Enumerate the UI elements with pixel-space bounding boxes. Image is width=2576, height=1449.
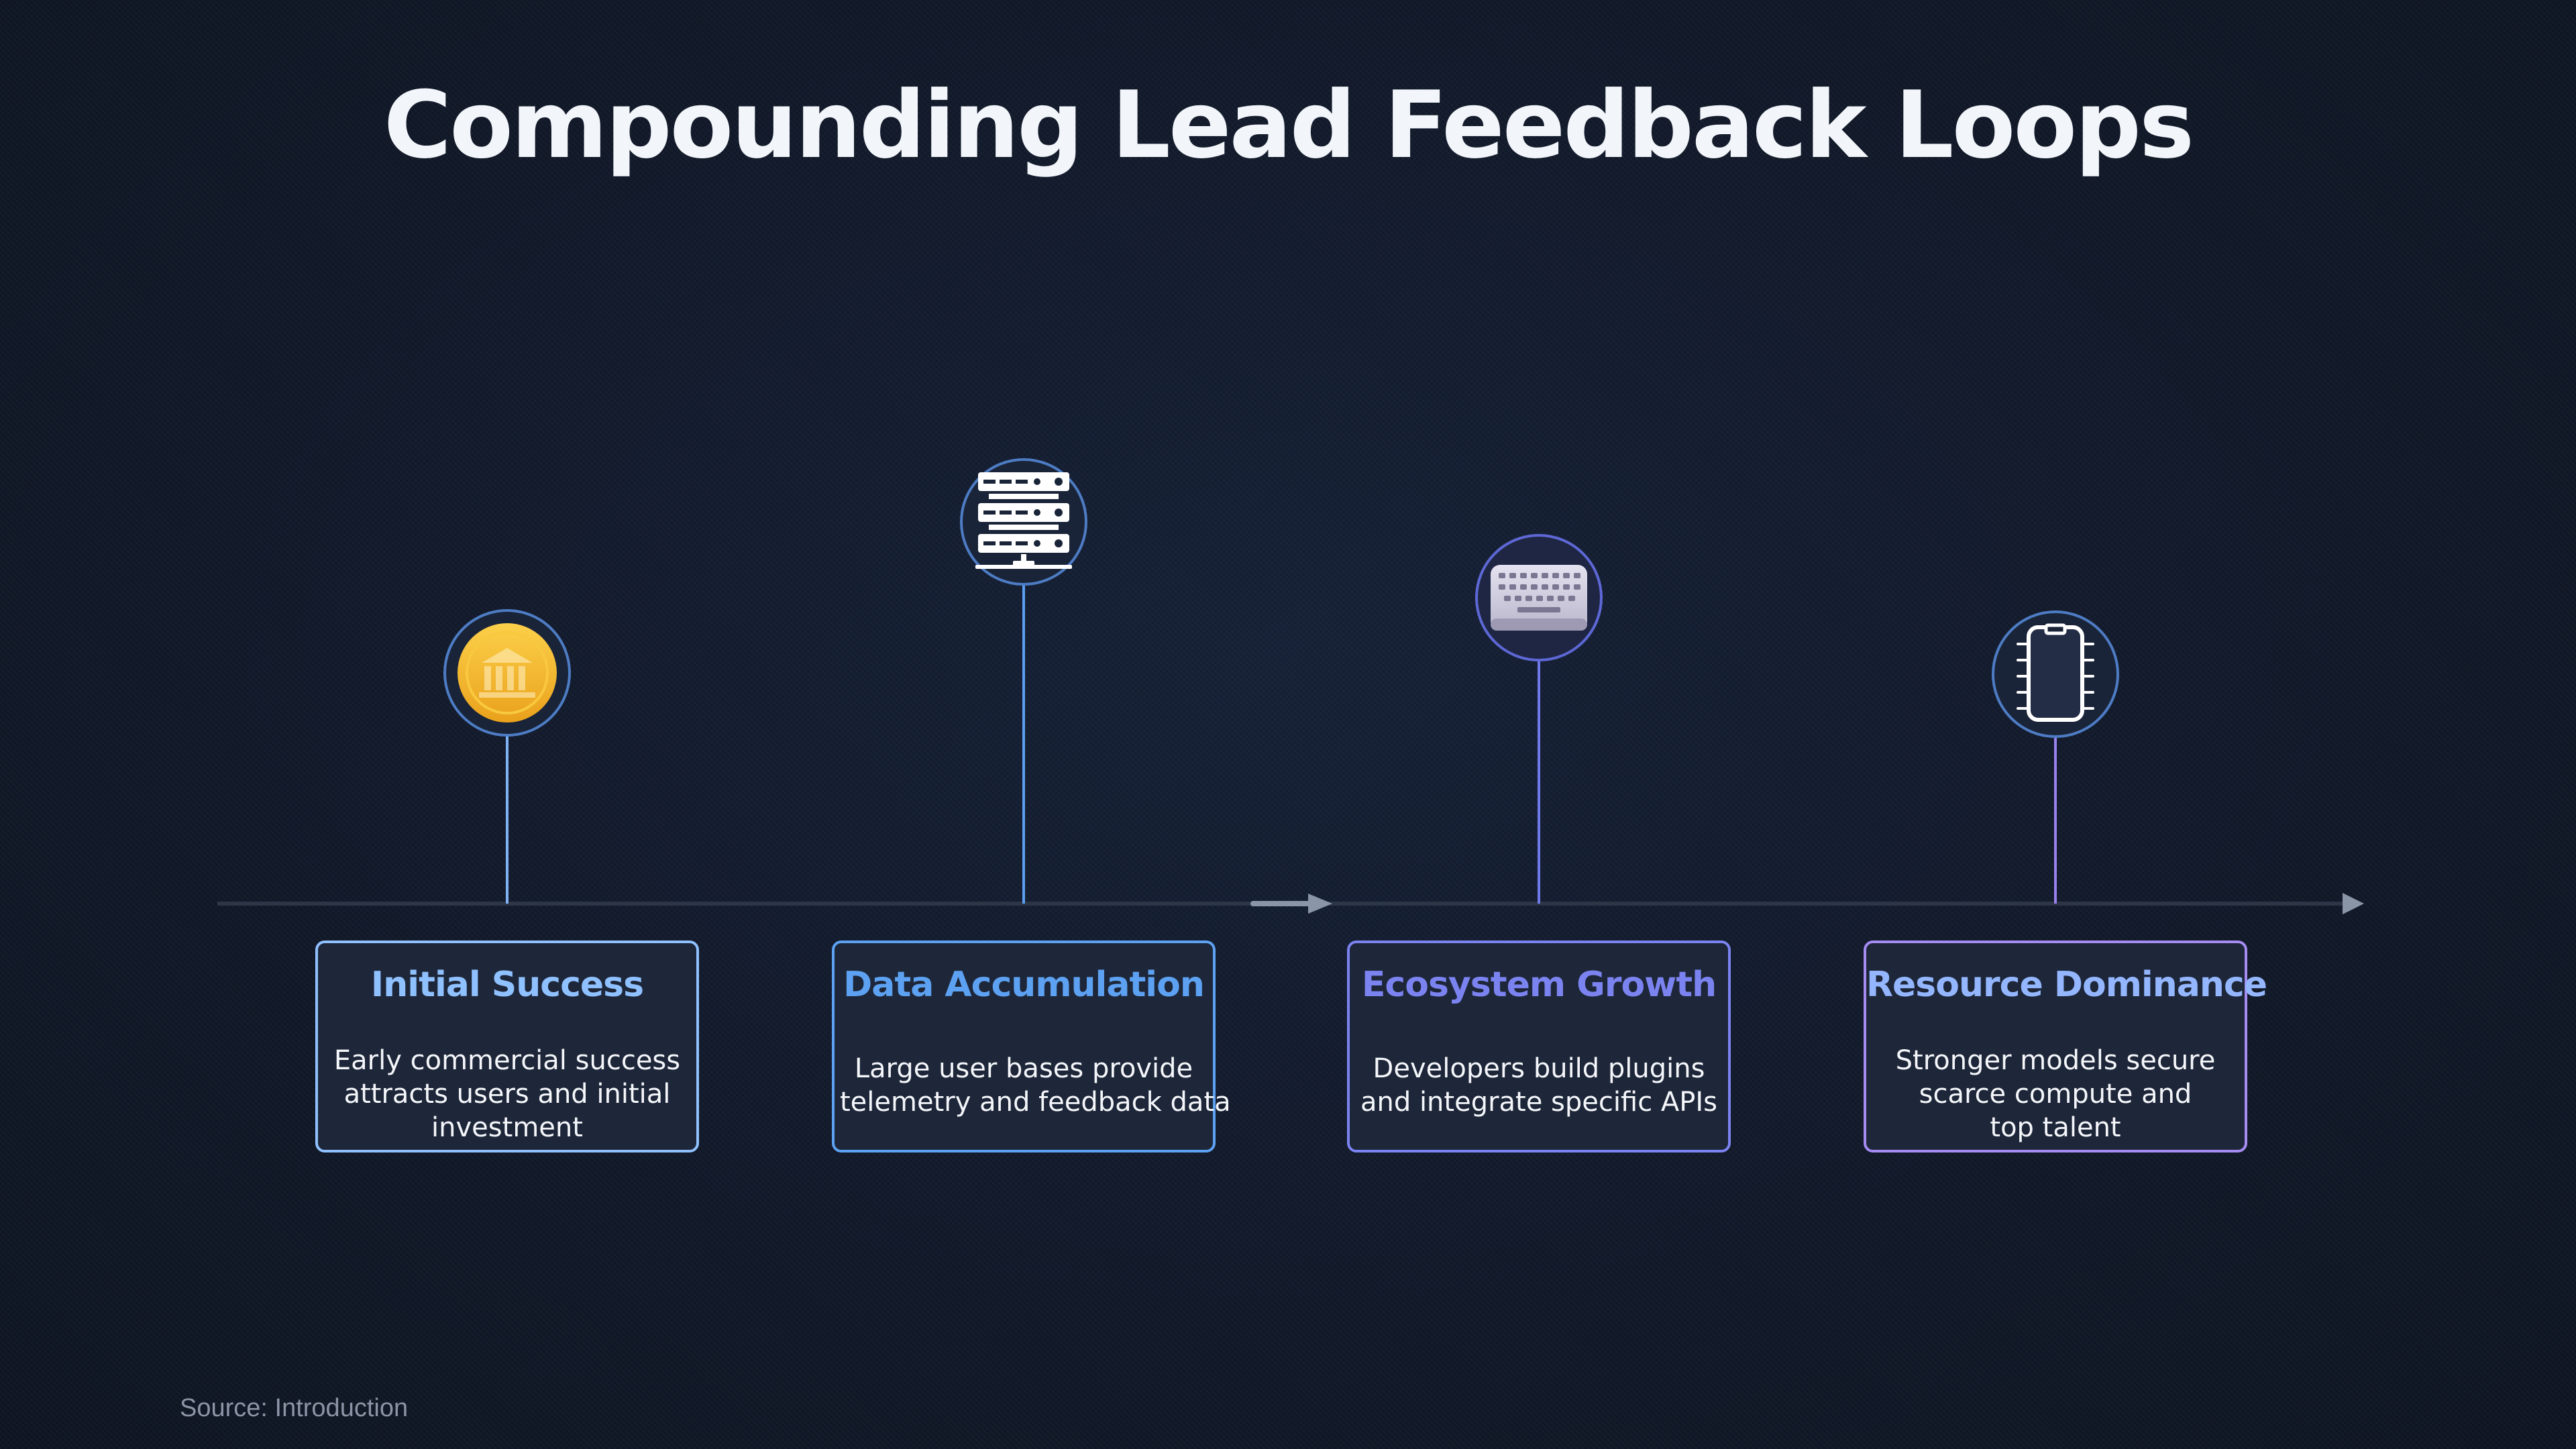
stage-description-line: and integrate specific APIs (1360, 1087, 1718, 1118)
server-rack-icon (975, 472, 1072, 569)
stage-title: Initial Success (370, 965, 644, 1005)
keyboard-icon (1491, 565, 1587, 631)
stage-marker-1 (443, 609, 571, 737)
stage-description-line: Large user bases provide (854, 1053, 1193, 1084)
stage-card-resource-dominance: Resource Dominance Stronger models secur… (1864, 941, 2267, 1152)
chip-icon (2017, 623, 2094, 722)
stage-description-line: scarce compute and (1919, 1079, 2192, 1110)
stage-marker-4 (1992, 610, 2119, 738)
stage-marker-3 (1475, 534, 1603, 661)
stage-description-line: Early commercial success (333, 1045, 681, 1076)
source-note: Source: Introduction (180, 1394, 409, 1422)
stage-marker-2 (960, 458, 1087, 586)
stage-description: Developers build plugins and integrate s… (1355, 1052, 1723, 1119)
stage-card-ecosystem-growth: Ecosystem Growth Developers build plugin… (1347, 941, 1731, 1152)
page-title: Compounding Lead Feedback Loops (383, 71, 2194, 179)
bank-coin-icon (458, 623, 557, 722)
axis-end-arrow-icon (2343, 893, 2364, 914)
stage-title: Data Accumulation (843, 965, 1205, 1005)
stage-description-line: Stronger models secure (1895, 1045, 2216, 1076)
stage-card-initial-success: Initial Success Early commercial success… (315, 941, 699, 1152)
stage-description: Stronger models secure scarce compute an… (1872, 1044, 2239, 1144)
stage-description-line: attracts users and initial (343, 1079, 671, 1110)
stage-description-line: top talent (1990, 1112, 2121, 1143)
axis-mid-arrow-icon (1250, 894, 1332, 914)
stage-card-data-accumulation: Data Accumulation Large user bases provi… (832, 941, 1231, 1152)
stage-description: Early commercial success attracts users … (323, 1044, 691, 1144)
stage-description-line: telemetry and feedback data (840, 1087, 1231, 1118)
stage-description-line: Developers build plugins (1373, 1053, 1705, 1084)
stage-title: Resource Dominance (1866, 965, 2267, 1005)
stage-description-line: investment (431, 1112, 583, 1143)
stage-description: Large user bases provide telemetry and f… (840, 1052, 1231, 1119)
stage-title: Ecosystem Growth (1361, 965, 1717, 1005)
